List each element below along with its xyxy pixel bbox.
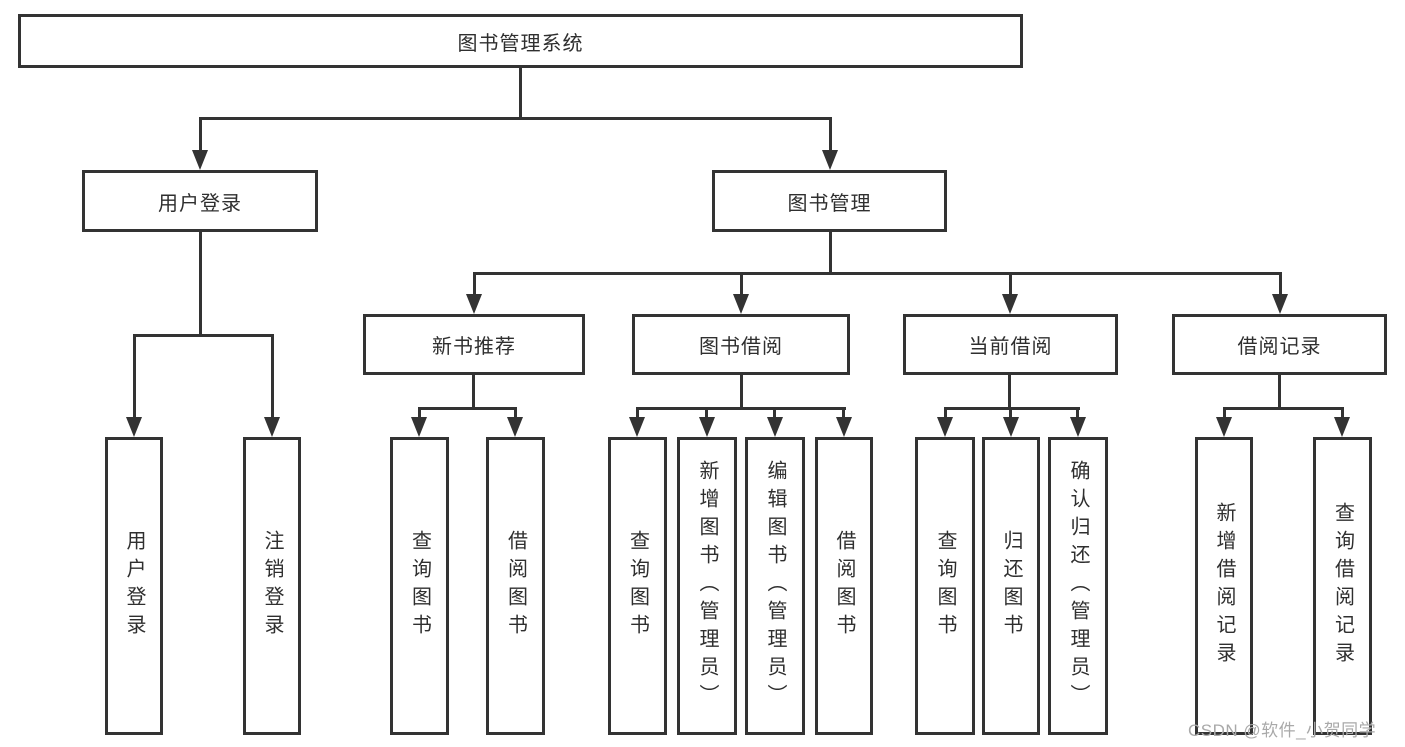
- leaf-confirm-return-admin: 确认归还（管理员）: [1048, 437, 1108, 735]
- leaf-query-books-recommend: 查询图书: [390, 437, 449, 735]
- connector-groupC-down: [1008, 375, 1011, 409]
- connector-user-login-hline: [133, 334, 274, 337]
- leaf-label: 用户登录: [123, 530, 145, 642]
- leaf-borrow-books-recommend: 借阅图书: [486, 437, 545, 735]
- csdn-watermark: CSDN @软件_小贺同学: [1188, 721, 1377, 740]
- leaf-add-borrow-record: 新增借阅记录: [1195, 437, 1253, 735]
- connector-groupB-down: [740, 375, 743, 409]
- connector-book-mgmt-hline: [473, 272, 1282, 275]
- leaf-label: 查询图书: [408, 530, 431, 642]
- node-book-management: 图书管理: [712, 170, 947, 232]
- leaf-label: 确认归还（管理员）: [1067, 460, 1089, 712]
- leaf-borrow-books-borrowing: 借阅图书: [815, 437, 873, 735]
- leaf-query-borrow-record: 查询借阅记录: [1313, 437, 1372, 735]
- arrow-down-icon: [126, 417, 142, 437]
- connector-leaf-stem: [773, 407, 776, 419]
- connector-leaf-stem: [514, 407, 517, 419]
- arrow-down-icon: [411, 417, 427, 437]
- arrow-down-icon: [1003, 417, 1019, 437]
- connector-l3-stem: [1009, 272, 1012, 296]
- connector-groupA-hline: [418, 407, 517, 410]
- leaf-label: 归还图书: [1000, 530, 1022, 642]
- connector-leaf-stem: [1076, 407, 1079, 419]
- leaf-return-books: 归还图书: [982, 437, 1040, 735]
- connector-leaf-stem: [1341, 407, 1344, 419]
- leaf-user-login: 用户登录: [105, 437, 163, 735]
- arrow-down-icon: [699, 417, 715, 437]
- arrow-down-icon: [1272, 294, 1288, 314]
- arrow-down-icon: [1334, 417, 1350, 437]
- connector-groupA-down: [472, 375, 475, 409]
- node-book-borrowing: 图书借阅: [632, 314, 850, 375]
- connector-groupD-down: [1278, 375, 1281, 409]
- leaf-label: 借阅图书: [833, 530, 855, 642]
- leaf-label: 借阅图书: [504, 530, 527, 642]
- connector-user-login-down: [199, 232, 202, 336]
- connector-leaf-stem: [418, 407, 421, 419]
- arrow-down-icon: [836, 417, 852, 437]
- connector-groupB-hline: [636, 407, 846, 410]
- arrow-down-icon: [192, 150, 208, 170]
- connector-groupC-hline: [944, 407, 1080, 410]
- arrow-down-icon: [466, 294, 482, 314]
- arrow-down-icon: [733, 294, 749, 314]
- node-current-borrowing: 当前借阅: [903, 314, 1118, 375]
- leaf-label: 新增借阅记录: [1213, 502, 1235, 670]
- leaf-query-books-current: 查询图书: [915, 437, 975, 735]
- connector-root-stem: [519, 68, 522, 118]
- connector-root-hline: [199, 117, 831, 120]
- connector-leaf-stem: [636, 407, 639, 419]
- connector-leaf-stem: [944, 407, 947, 419]
- leaf-label: 新增图书（管理员）: [696, 460, 718, 712]
- connector-groupD-hline: [1223, 407, 1344, 410]
- node-borrowing-records: 借阅记录: [1172, 314, 1387, 375]
- connector-leaf-stem: [271, 334, 274, 418]
- leaf-label: 查询图书: [934, 530, 956, 642]
- arrow-down-icon: [264, 417, 280, 437]
- connector-l3-stem: [1279, 272, 1282, 296]
- connector-user-login-stem: [199, 117, 202, 152]
- leaf-label: 编辑图书（管理员）: [764, 460, 786, 712]
- connector-l3-stem: [473, 272, 476, 296]
- leaf-label: 查询图书: [626, 530, 649, 642]
- node-new-book-recommendation: 新书推荐: [363, 314, 585, 375]
- arrow-down-icon: [822, 150, 838, 170]
- node-user-login: 用户登录: [82, 170, 318, 232]
- leaf-label: 查询借阅记录: [1331, 502, 1354, 670]
- connector-leaf-stem: [705, 407, 708, 419]
- connector-leaf-stem: [133, 334, 136, 418]
- leaf-query-books-borrowing: 查询图书: [608, 437, 667, 735]
- leaf-edit-book-admin: 编辑图书（管理员）: [745, 437, 805, 735]
- arrow-down-icon: [767, 417, 783, 437]
- connector-book-mgmt-stem: [829, 117, 832, 152]
- connector-leaf-stem: [842, 407, 845, 419]
- node-library-management-system: 图书管理系统: [18, 14, 1023, 68]
- leaf-logout: 注销登录: [243, 437, 301, 735]
- connector-book-mgmt-down: [829, 232, 832, 274]
- leaf-label: 注销登录: [261, 530, 283, 642]
- arrow-down-icon: [629, 417, 645, 437]
- connector-l3-stem: [740, 272, 743, 296]
- connector-leaf-stem: [1223, 407, 1226, 419]
- connector-leaf-stem: [1009, 407, 1012, 419]
- leaf-add-book-admin: 新增图书（管理员）: [677, 437, 737, 735]
- arrow-down-icon: [1216, 417, 1232, 437]
- arrow-down-icon: [507, 417, 523, 437]
- arrow-down-icon: [937, 417, 953, 437]
- arrow-down-icon: [1002, 294, 1018, 314]
- arrow-down-icon: [1070, 417, 1086, 437]
